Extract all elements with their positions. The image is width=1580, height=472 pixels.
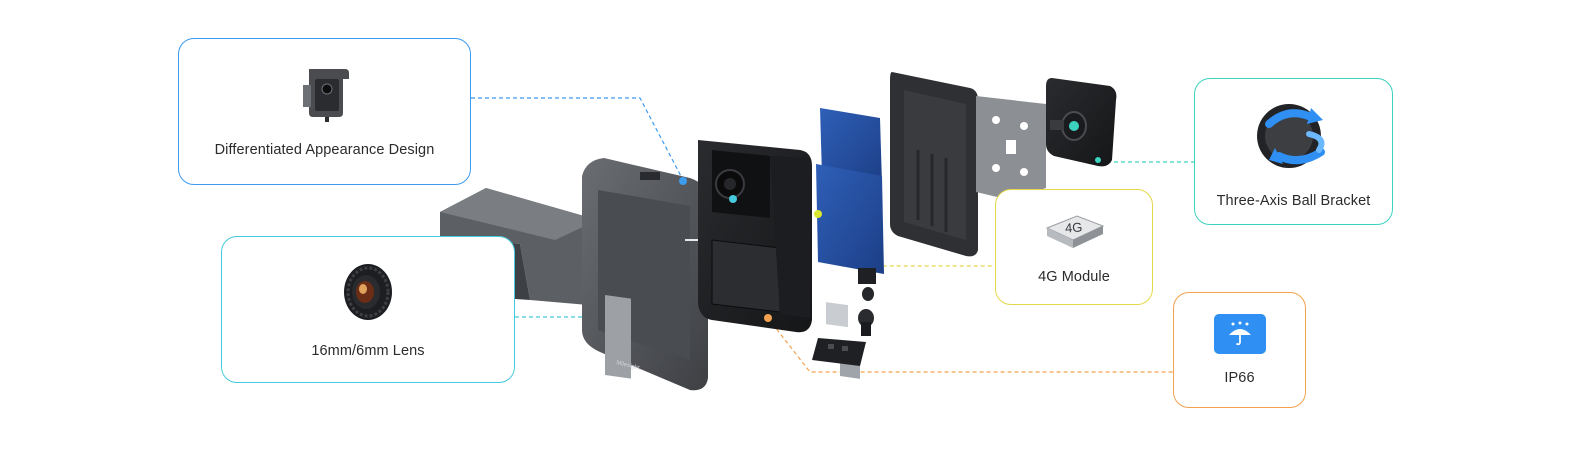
feature-card-lens: 16mm/6mm Lens — [221, 236, 515, 383]
feature-label-design: Differentiated Appearance Design — [214, 142, 435, 158]
hotspot-ip66 — [764, 314, 772, 322]
camera-device-icon — [299, 65, 351, 128]
connector-ip66 — [767, 317, 1173, 373]
feature-card-design: Differentiated Appearance Design — [178, 38, 471, 185]
hotspot-lens — [729, 195, 737, 203]
feature-card-4g: 4G 4G Module — [995, 189, 1153, 305]
ball-bracket-icon — [1249, 94, 1339, 179]
back-plate — [890, 72, 978, 257]
chip-text: 4G — [1065, 219, 1083, 235]
feature-label-ip66: IP66 — [1224, 370, 1255, 386]
connector-design — [471, 97, 684, 181]
lens-holder — [858, 309, 874, 336]
feature-label-ball-bracket: Three-Axis Ball Bracket — [1216, 193, 1371, 209]
feature-label-lens: 16mm/6mm Lens — [311, 343, 425, 359]
housing-brand: Milesight — [616, 360, 641, 372]
umbrella-icon — [1213, 314, 1266, 354]
lens-icon — [340, 260, 396, 329]
4g-chip-icon: 4G — [1041, 210, 1107, 259]
hotspot-design — [679, 177, 687, 185]
feature-label-4g: 4G Module — [1038, 268, 1110, 285]
inner-chassis — [698, 140, 812, 362]
pcb-boards — [814, 108, 884, 379]
feature-card-ball-bracket: Three-Axis Ball Bracket — [1194, 78, 1393, 225]
connector-lens — [515, 199, 734, 318]
front-housing: Milesight — [582, 158, 708, 391]
feature-card-ip66: IP66 — [1173, 292, 1306, 408]
ball-joint — [1046, 78, 1117, 167]
rubber-gasket — [812, 338, 866, 366]
